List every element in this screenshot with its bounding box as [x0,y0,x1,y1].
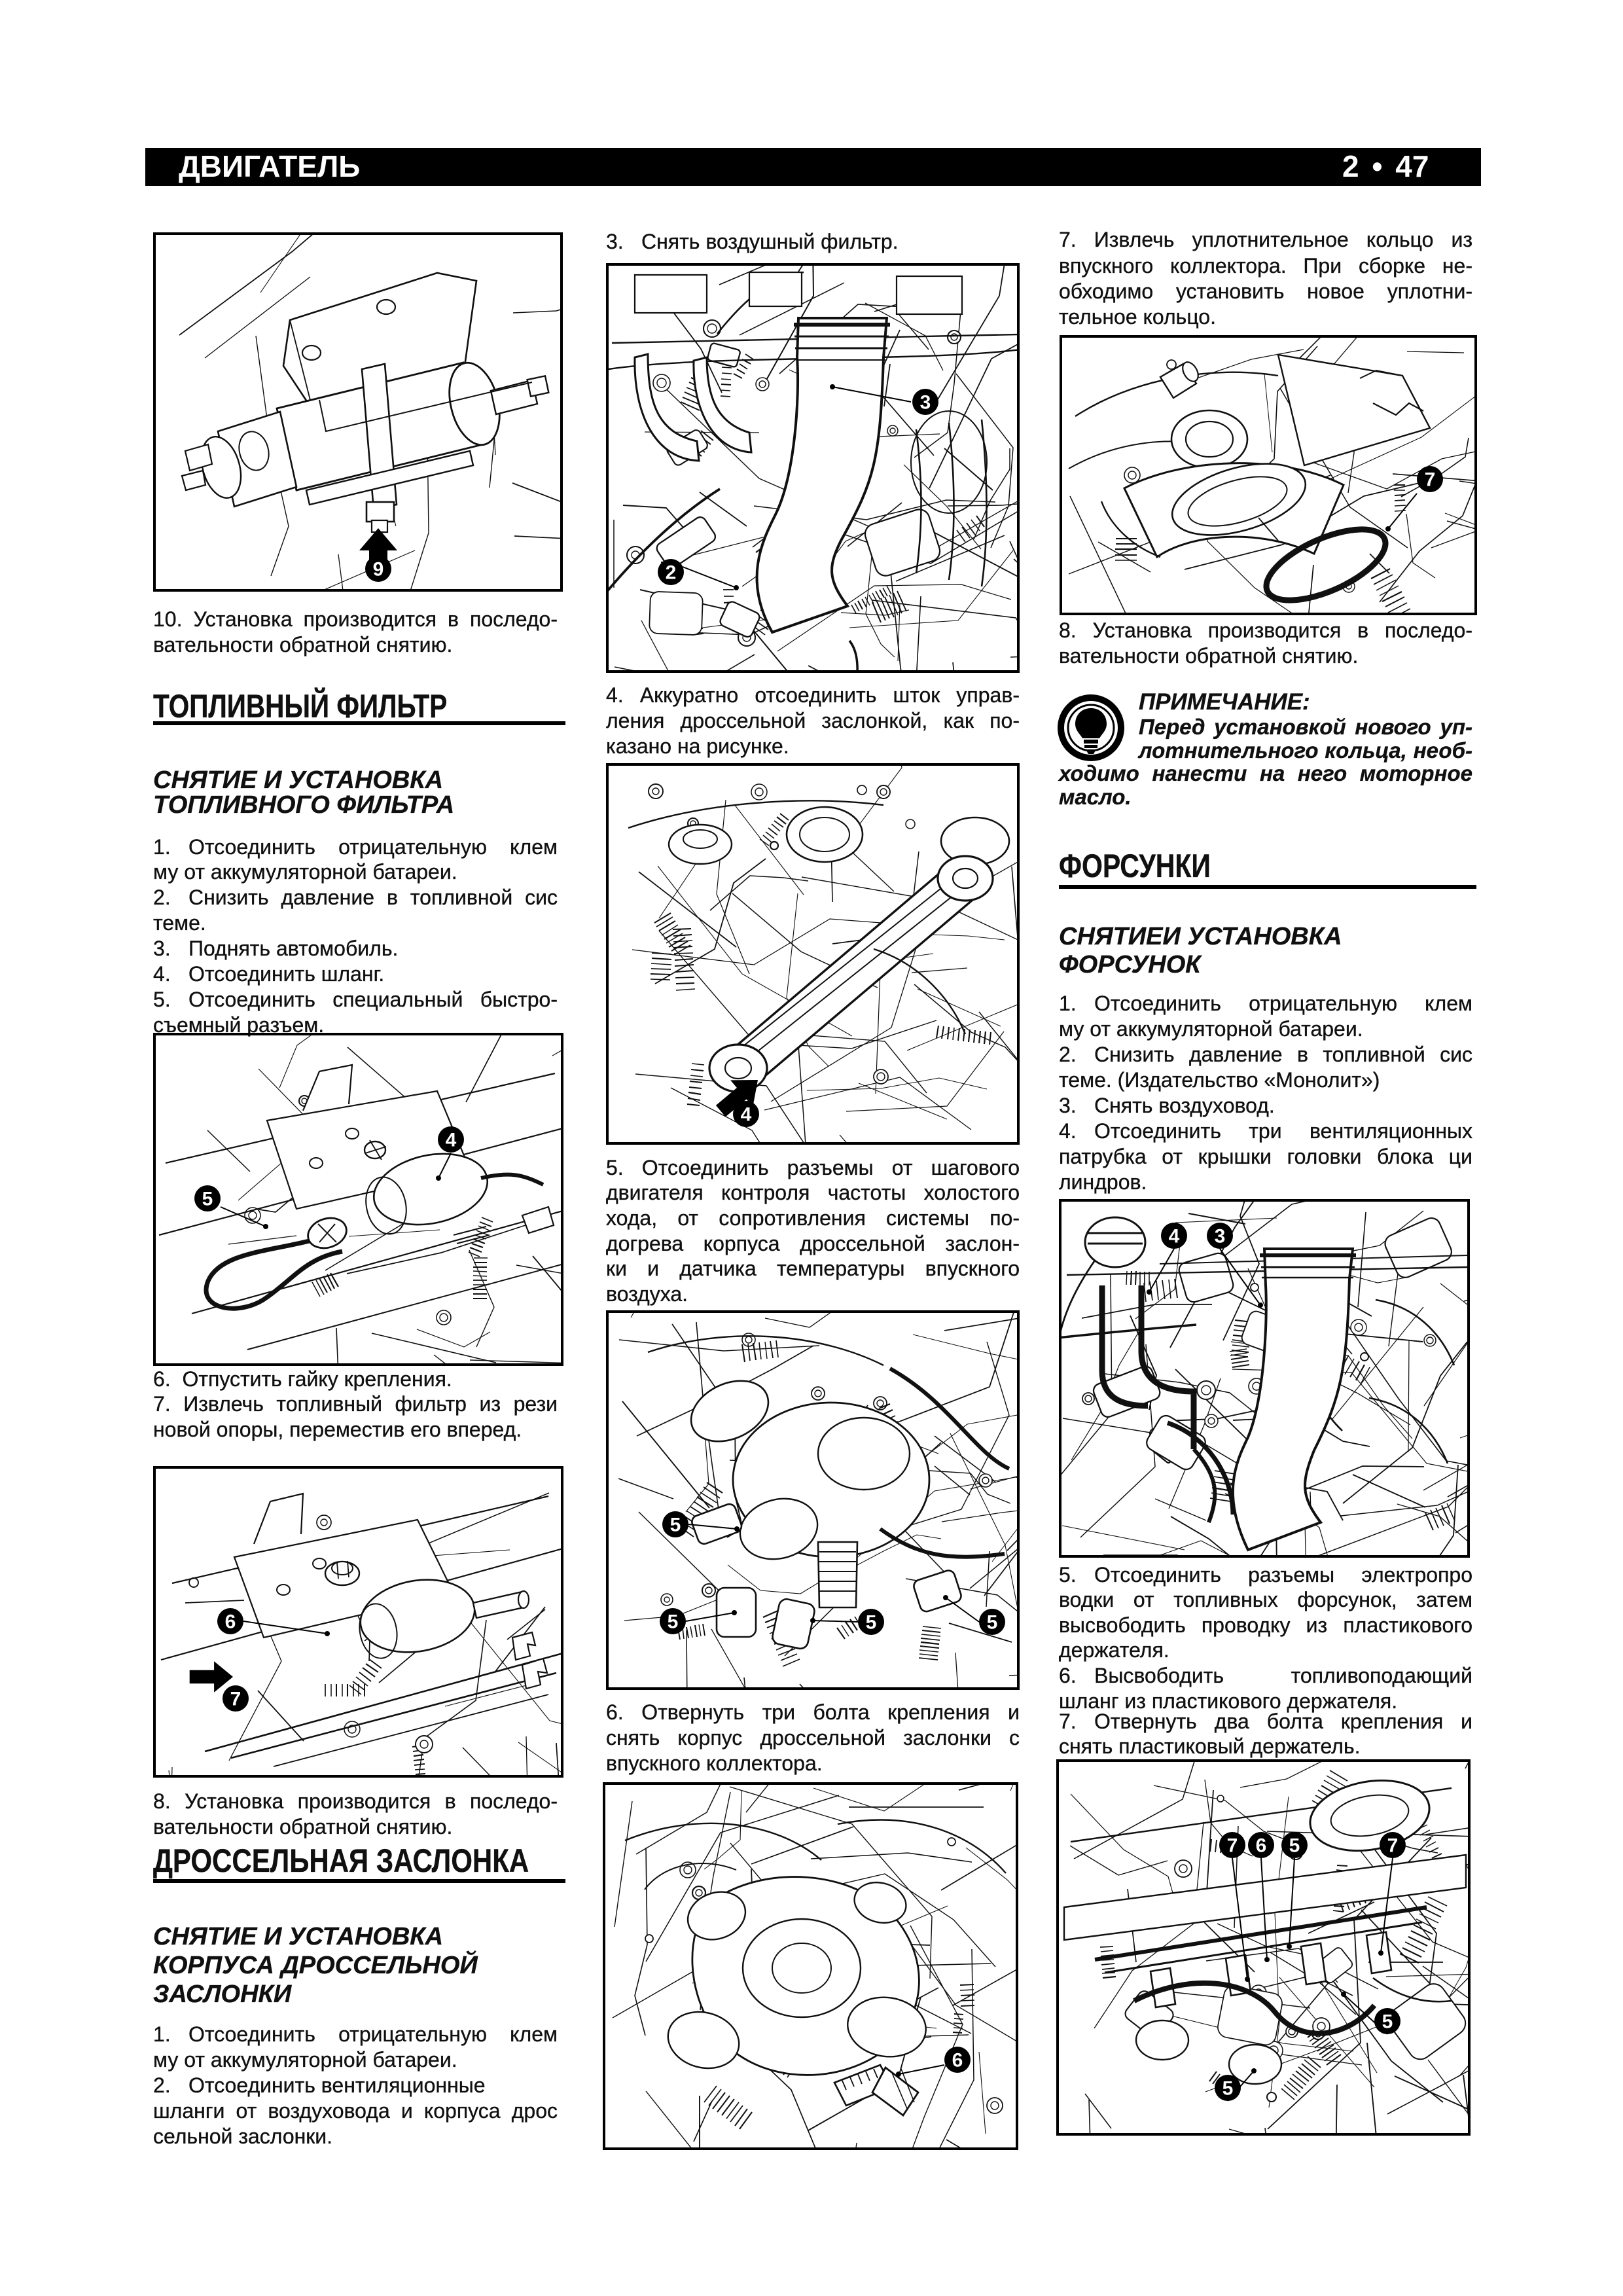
svg-text:6: 6 [952,2050,963,2072]
svg-text:5: 5 [1382,2011,1393,2033]
svg-text:5: 5 [1222,2078,1234,2100]
svg-text:4: 4 [741,1104,752,1126]
svg-text:2: 2 [666,562,677,584]
svg-text:4: 4 [446,1130,457,1151]
svg-text:7: 7 [1387,1835,1399,1857]
svg-text:4: 4 [1169,1226,1180,1247]
svg-text:7: 7 [1425,469,1436,491]
svg-text:6: 6 [1256,1835,1267,1857]
svg-text:5: 5 [866,1612,877,1634]
svg-text:5: 5 [987,1612,998,1634]
svg-text:7: 7 [1227,1835,1238,1857]
svg-text:9: 9 [373,559,384,581]
svg-text:7: 7 [230,1689,241,1710]
svg-text:5: 5 [668,1611,679,1633]
svg-text:3: 3 [1215,1226,1226,1247]
svg-text:5: 5 [670,1515,681,1536]
svg-text:5: 5 [1289,1835,1300,1857]
svg-text:3: 3 [920,392,931,414]
svg-text:6: 6 [225,1611,236,1633]
svg-text:5: 5 [202,1189,213,1210]
